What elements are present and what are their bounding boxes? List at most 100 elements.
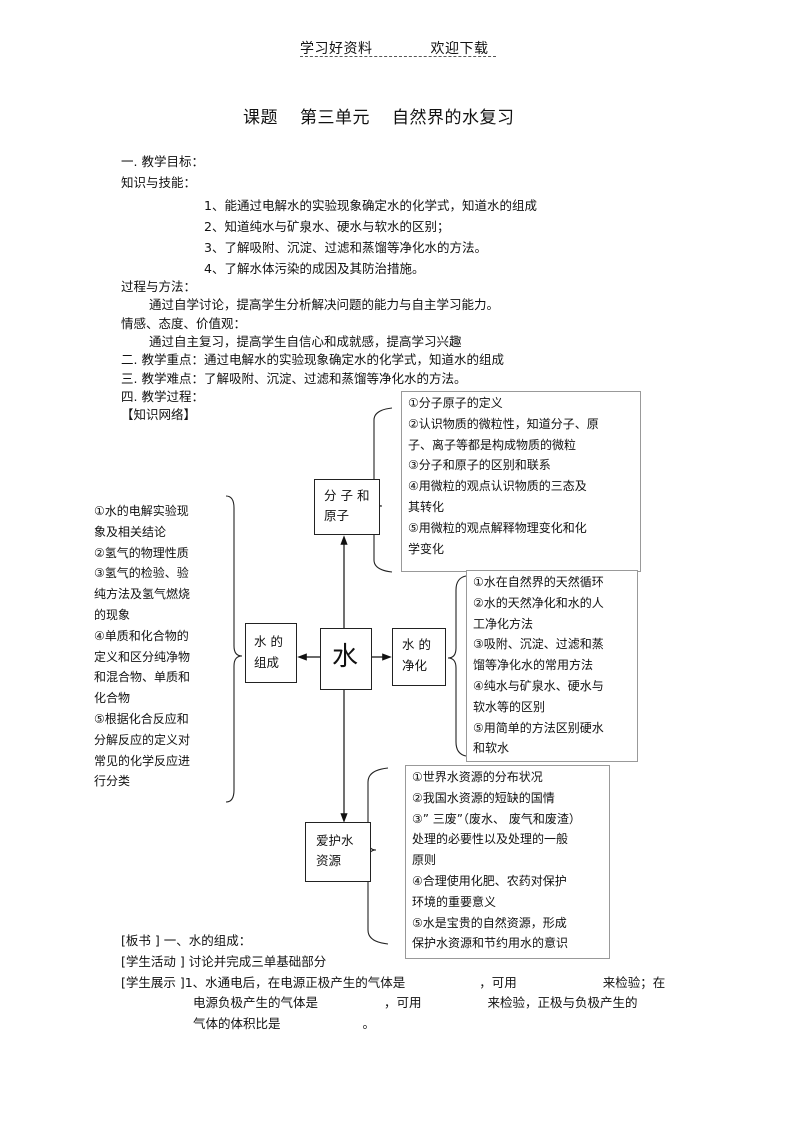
info-left-13: 常见的化学反应进 (94, 753, 191, 768)
header-right-text: 欢迎下载 (430, 41, 489, 57)
page-header: 学习好资料 欢迎下载 (300, 38, 489, 58)
header-rule (300, 56, 496, 57)
node-right-line-1: 水 的 (402, 637, 431, 652)
knowledge-item-2: 2、知道纯水与矿泉水、硬水与软水的区别； (204, 219, 450, 234)
title-part-2: 第三单元 (300, 108, 370, 128)
info-bottom-8: ⑤水是宝贵的自然资源，形成 (412, 915, 567, 930)
info-right-4: ③吸附、沉淀、过滤和蒸 (473, 637, 604, 652)
node-water-composition: 水 的 组成 (245, 623, 297, 683)
brace-left-upper (225, 495, 243, 657)
emotion-heading: 情感、态度、价值观： (121, 316, 247, 331)
node-molecules-atoms: 分 子 和 原子 (314, 479, 380, 535)
display-line3-a: 气体的体积比是 (193, 1016, 281, 1031)
process-heading: 过程与方法： (121, 279, 197, 294)
info-top-4: ③分子和原子的区别和联系 (408, 458, 551, 473)
node-protect-water: 爱护水 资源 (305, 822, 371, 882)
info-top-5: ④用微粒的观点认识物质的三态及 (408, 479, 587, 494)
student-display-label: [学生展示 ] (121, 975, 185, 990)
header-left-text: 学习好资料 (300, 41, 373, 57)
brace-left-lower (225, 655, 243, 803)
knowledge-item-1: 1、能通过电解水的实验现象确定水的化学式，知道水的组成 (204, 198, 537, 213)
node-top-line-1: 分 子 和 (324, 488, 370, 503)
display-line2-a: 电源负极产生的气体是 (193, 995, 319, 1010)
info-left-9: 和混合物、单质和 (94, 670, 191, 685)
key-points: 二. 教学重点：通过电解水的实验现象确定水的化学式，知道水的组成 (121, 352, 504, 367)
title-part-3: 自然界的水复习 (392, 108, 515, 128)
info-left-11: ⑤根据化合反应和 (94, 711, 189, 726)
emotion-text: 通过自主复习，提高学生自信心和成就感，提高学习兴趣 (149, 334, 462, 349)
info-right-5: 馏等净化水的常用方法 (473, 658, 594, 673)
display-line1-b: ，可用 (479, 975, 517, 990)
knowledge-network-label: 【知识网络】 (121, 407, 197, 422)
info-top-2: ②认识物质的微粒性，知道分子、原 (408, 416, 599, 431)
info-left-4: ③氢气的检验、验 (94, 566, 189, 581)
brace-bottom-lower (367, 849, 389, 945)
display-line1-c: 来检验；在 (602, 975, 666, 990)
node-top-line-2: 原子 (324, 508, 350, 523)
knowledge-heading: 知识与技能： (121, 175, 197, 190)
brace-bottom-upper (367, 767, 389, 851)
info-left-8: 定义和区分纯净物 (94, 649, 191, 664)
info-right-8: ⑤用简单的方法区别硬水 (473, 720, 604, 735)
info-right-1: ①水在自然界的天然循环 (473, 575, 604, 589)
info-top-8: 学变化 (408, 541, 445, 556)
info-bottom-6: ④合理使用化肥、农药对保护 (412, 873, 567, 888)
board-note: [板书 ] 一、水的组成： (121, 933, 252, 948)
info-left-1: ①水的电解实验现 (94, 504, 189, 518)
student-activity: [学生活动 ] 讨论并完成三单基础部分 (121, 954, 327, 969)
brace-right-lower (447, 657, 467, 757)
info-right-9: 和软水 (473, 741, 510, 756)
difficulties: 三. 教学难点：了解吸附、沉淀、过滤和蒸馏等净化水的方法。 (121, 371, 467, 386)
info-left-7: ④单质和化合物的 (94, 628, 189, 643)
info-left-3: ②氢气的物理性质 (94, 545, 189, 560)
info-left-10: 化合物 (94, 691, 131, 706)
node-water-purification: 水 的 净化 (392, 628, 446, 686)
info-bottom-9: 保护水资源和节约用水的意识 (412, 936, 569, 951)
node-left-line-1: 水 的 (254, 634, 283, 649)
node-right-line-2: 净化 (402, 658, 428, 673)
objectives-heading: 一. 教学目标： (121, 154, 204, 169)
info-box-molecules: ①分子原子的定义 ②认识物质的微粒性，知道分子、原 子、离子等都是构成物质的微粒… (401, 391, 641, 572)
info-bottom-4: 处理的必要性以及处理的一般 (412, 832, 569, 847)
center-label: 水 (332, 642, 359, 672)
node-bottom-line-2: 资源 (316, 853, 342, 868)
info-right-6: ④纯水与矿泉水、硬水与 (473, 678, 604, 693)
info-bottom-1: ①世界水资源的分布状况 (412, 770, 543, 784)
student-display-line-1: [学生展示 ]1、水通电后，在电源正极产生的气体是 ，可用 来检验；在 (121, 973, 665, 993)
info-box-protection: ①世界水资源的分布状况 ②我国水资源的短缺的国情 ③” 三废”（废水、 废气和废… (405, 765, 610, 959)
brace-right-upper (447, 575, 467, 659)
display-line2-b: ，可用 (384, 995, 422, 1010)
info-bottom-2: ②我国水资源的短缺的国情 (412, 790, 555, 805)
info-top-7: ⑤用微粒的观点解释物理变化和化 (408, 520, 587, 535)
info-right-3: 工净化方法 (473, 616, 534, 631)
info-top-1: ①分子原子的定义 (408, 396, 503, 410)
display-line1-a: 1、水通电后，在电源正极产生的气体是 (184, 975, 406, 990)
knowledge-item-4: 4、了解水体污染的成因及其防治措施。 (204, 261, 425, 276)
process-text: 通过自学讨论，提高学生分析解决问题的能力与自主学习能力。 (149, 297, 500, 312)
node-left-line-2: 组成 (254, 655, 280, 670)
info-left-6: 的现象 (94, 607, 131, 622)
info-bottom-3: ③” 三废”（废水、 废气和废渣） (412, 811, 581, 826)
info-right-7: 软水等的区别 (473, 699, 546, 714)
knowledge-item-3: 3、了解吸附、沉淀、过滤和蒸馏等净化水的方法。 (204, 240, 487, 255)
display-line2-c: 来检验，正极与负极产生的 (487, 995, 638, 1010)
info-right-2: ②水的天然净化和水的人 (473, 595, 604, 610)
display-line3-b: 。 (362, 1016, 376, 1031)
lesson-title: 课题 第三单元 自然界的水复习 (243, 103, 515, 128)
info-box-composition: ①水的电解实验现 象及相关结论 ②氢气的物理性质 ③氢气的检验、验 纯方法及氢气… (87, 499, 221, 805)
student-display-line-3: 气体的体积比是 。 (193, 1014, 375, 1034)
node-water-center: 水 (320, 628, 372, 690)
info-bottom-5: 原则 (412, 853, 437, 868)
info-left-5: 纯方法及氢气燃烧 (94, 587, 191, 602)
title-part-1: 课题 (243, 108, 278, 128)
info-top-3: 子、离子等都是构成物质的微粒 (408, 437, 577, 452)
info-left-14: 行分类 (94, 774, 131, 789)
student-display-line-2: 电源负极产生的气体是 ，可用 来检验，正极与负极产生的 (193, 993, 638, 1013)
info-top-6: 其转化 (408, 499, 445, 514)
node-bottom-line-1: 爱护水 (316, 833, 354, 848)
info-bottom-7: 环境的重要意义 (412, 894, 497, 909)
info-left-12: 分解反应的定义对 (94, 732, 191, 747)
info-box-purification: ①水在自然界的天然循环 ②水的天然净化和水的人 工净化方法 ③吸附、沉淀、过滤和… (466, 570, 638, 762)
teaching-process: 四. 教学过程： (121, 389, 204, 404)
info-left-2: 象及相关结论 (94, 524, 167, 539)
